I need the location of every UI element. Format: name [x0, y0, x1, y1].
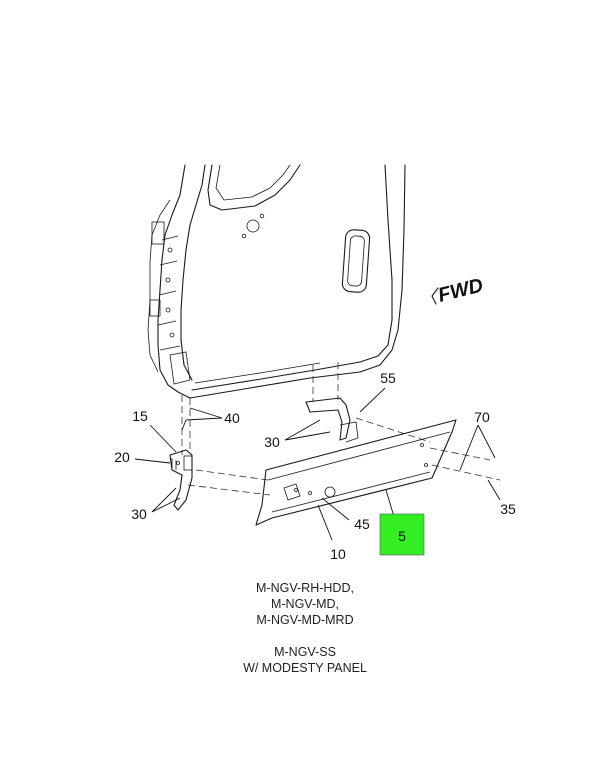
callout-15[interactable]: 15	[132, 408, 148, 424]
right-bracket	[305, 397, 359, 443]
callout-5[interactable]: 5	[398, 528, 406, 544]
caption-line-4: M-NGV-SS	[274, 645, 336, 659]
door-assembly	[147, 164, 406, 399]
caption-line-2: M-NGV-MD,	[270, 597, 340, 611]
callout-40[interactable]: 40	[224, 410, 240, 426]
left-bracket	[169, 449, 193, 511]
fwd-direction-arrow: FWD	[431, 274, 486, 307]
callout-70[interactable]: 70	[474, 409, 490, 425]
fwd-label: FWD	[436, 274, 486, 306]
callout-35[interactable]: 35	[500, 501, 516, 517]
callouts: 5 10 15 20 30 30 35 40 45 55 70	[114, 370, 516, 562]
callout-45[interactable]: 45	[354, 516, 370, 532]
callout-55[interactable]: 55	[380, 370, 396, 386]
leader-lines	[134, 387, 501, 541]
caption-line-5: W/ MODESTY PANEL	[243, 661, 367, 675]
item-5-highlight-box[interactable]	[379, 513, 425, 556]
modesty-panel	[255, 419, 457, 526]
model-caption: M-NGV-RH-HDD, M-NGV-MD, M-NGV-MD-MRD M-N…	[0, 580, 610, 676]
callout-30-left[interactable]: 30	[131, 506, 147, 522]
caption-line-3: M-NGV-MD-MRD	[256, 613, 354, 627]
callout-20[interactable]: 20	[114, 449, 130, 465]
callout-10[interactable]: 10	[330, 546, 346, 562]
callout-30-upper[interactable]: 30	[264, 434, 280, 450]
assembly-lines	[181, 362, 501, 496]
caption-line-1: M-NGV-RH-HDD,	[256, 581, 354, 595]
